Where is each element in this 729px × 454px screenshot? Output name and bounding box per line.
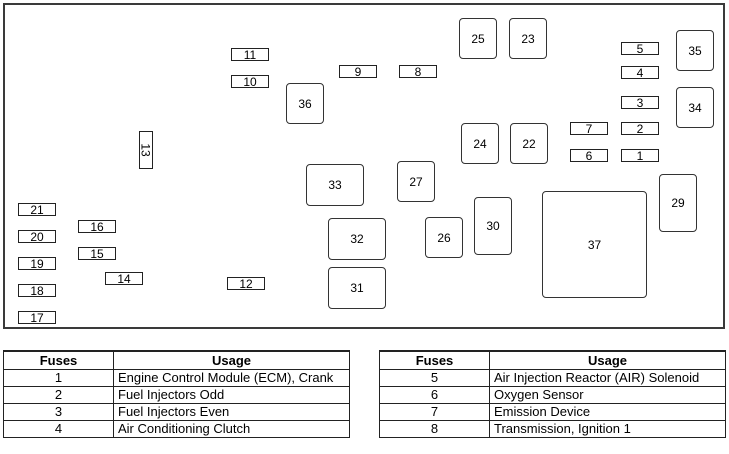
fuse-number: 4	[3, 420, 114, 438]
fuse-block-diagram: 11 10 9 8 13 21 20 19 18 17 16 15 14 12 …	[3, 3, 725, 329]
column-header-usage: Usage	[113, 350, 350, 370]
table-header-row: Fuses Usage	[379, 350, 726, 370]
table-row: 7 Emission Device	[379, 403, 726, 421]
fuse-number: 8	[379, 420, 490, 438]
fuse-usage: Air Conditioning Clutch	[113, 420, 350, 438]
fuse-usage-table-right: Fuses Usage 5 Air Injection Reactor (AIR…	[379, 350, 726, 438]
fuse-slot-21: 21	[18, 203, 56, 217]
fuse-slot-11: 11	[231, 48, 269, 62]
fuse-number: 6	[379, 386, 490, 404]
fuse-usage: Emission Device	[489, 403, 726, 421]
fuse-number: 7	[379, 403, 490, 421]
relay-slot-36: 36	[286, 83, 324, 124]
fuse-slot-18: 18	[18, 284, 56, 298]
relay-slot-26: 26	[425, 217, 463, 258]
table-row: 4 Air Conditioning Clutch	[3, 420, 350, 438]
fuse-usage-table-left: Fuses Usage 1 Engine Control Module (ECM…	[3, 350, 350, 438]
column-header-fuses: Fuses	[379, 350, 490, 370]
fuse-slot-4: 4	[621, 66, 659, 80]
relay-slot-23: 23	[509, 18, 547, 59]
relay-slot-29: 29	[659, 174, 697, 232]
relay-slot-32: 32	[328, 218, 386, 260]
table-row: 6 Oxygen Sensor	[379, 386, 726, 404]
fuse-number: 1	[3, 369, 114, 387]
fuse-slot-5: 5	[621, 42, 659, 56]
fuse-slot-6: 6	[570, 149, 608, 163]
fuse-usage: Air Injection Reactor (AIR) Solenoid	[489, 369, 726, 387]
fuse-slot-7: 7	[570, 122, 608, 136]
fuse-slot-9: 9	[339, 65, 377, 79]
fuse-slot-15: 15	[78, 247, 116, 261]
fuse-slot-3: 3	[621, 96, 659, 110]
fuse-slot-2: 2	[621, 122, 659, 136]
fuse-slot-1: 1	[621, 149, 659, 163]
fuse-slot-10: 10	[231, 75, 269, 89]
fuse-slot-8: 8	[399, 65, 437, 79]
relay-slot-22: 22	[510, 123, 548, 164]
relay-slot-33: 33	[306, 164, 364, 206]
relay-slot-37: 37	[542, 191, 647, 298]
relay-slot-31: 31	[328, 267, 386, 309]
relay-slot-35: 35	[676, 30, 714, 71]
table-row: 2 Fuel Injectors Odd	[3, 386, 350, 404]
column-header-usage: Usage	[489, 350, 726, 370]
fuse-usage: Fuel Injectors Even	[113, 403, 350, 421]
fuse-usage: Fuel Injectors Odd	[113, 386, 350, 404]
fuse-number: 3	[3, 403, 114, 421]
table-row: 5 Air Injection Reactor (AIR) Solenoid	[379, 369, 726, 387]
fuse-slot-17: 17	[18, 311, 56, 325]
table-row: 8 Transmission, Ignition 1	[379, 420, 726, 438]
fuse-usage: Transmission, Ignition 1	[489, 420, 726, 438]
relay-slot-24: 24	[461, 123, 499, 164]
relay-slot-27: 27	[397, 161, 435, 202]
table-header-row: Fuses Usage	[3, 350, 350, 370]
fuse-slot-16: 16	[78, 220, 116, 234]
column-header-fuses: Fuses	[3, 350, 114, 370]
fuse-slot-12: 12	[227, 277, 265, 291]
table-row: 3 Fuel Injectors Even	[3, 403, 350, 421]
fuse-slot-13: 13	[139, 131, 153, 169]
relay-slot-34: 34	[676, 87, 714, 128]
fuse-usage: Oxygen Sensor	[489, 386, 726, 404]
relay-slot-25: 25	[459, 18, 497, 59]
fuse-usage: Engine Control Module (ECM), Crank	[113, 369, 350, 387]
relay-slot-30: 30	[474, 197, 512, 255]
fuse-slot-20: 20	[18, 230, 56, 244]
fuse-slot-19: 19	[18, 257, 56, 271]
fuse-number: 5	[379, 369, 490, 387]
table-row: 1 Engine Control Module (ECM), Crank	[3, 369, 350, 387]
fuse-slot-14: 14	[105, 272, 143, 286]
fuse-number: 2	[3, 386, 114, 404]
